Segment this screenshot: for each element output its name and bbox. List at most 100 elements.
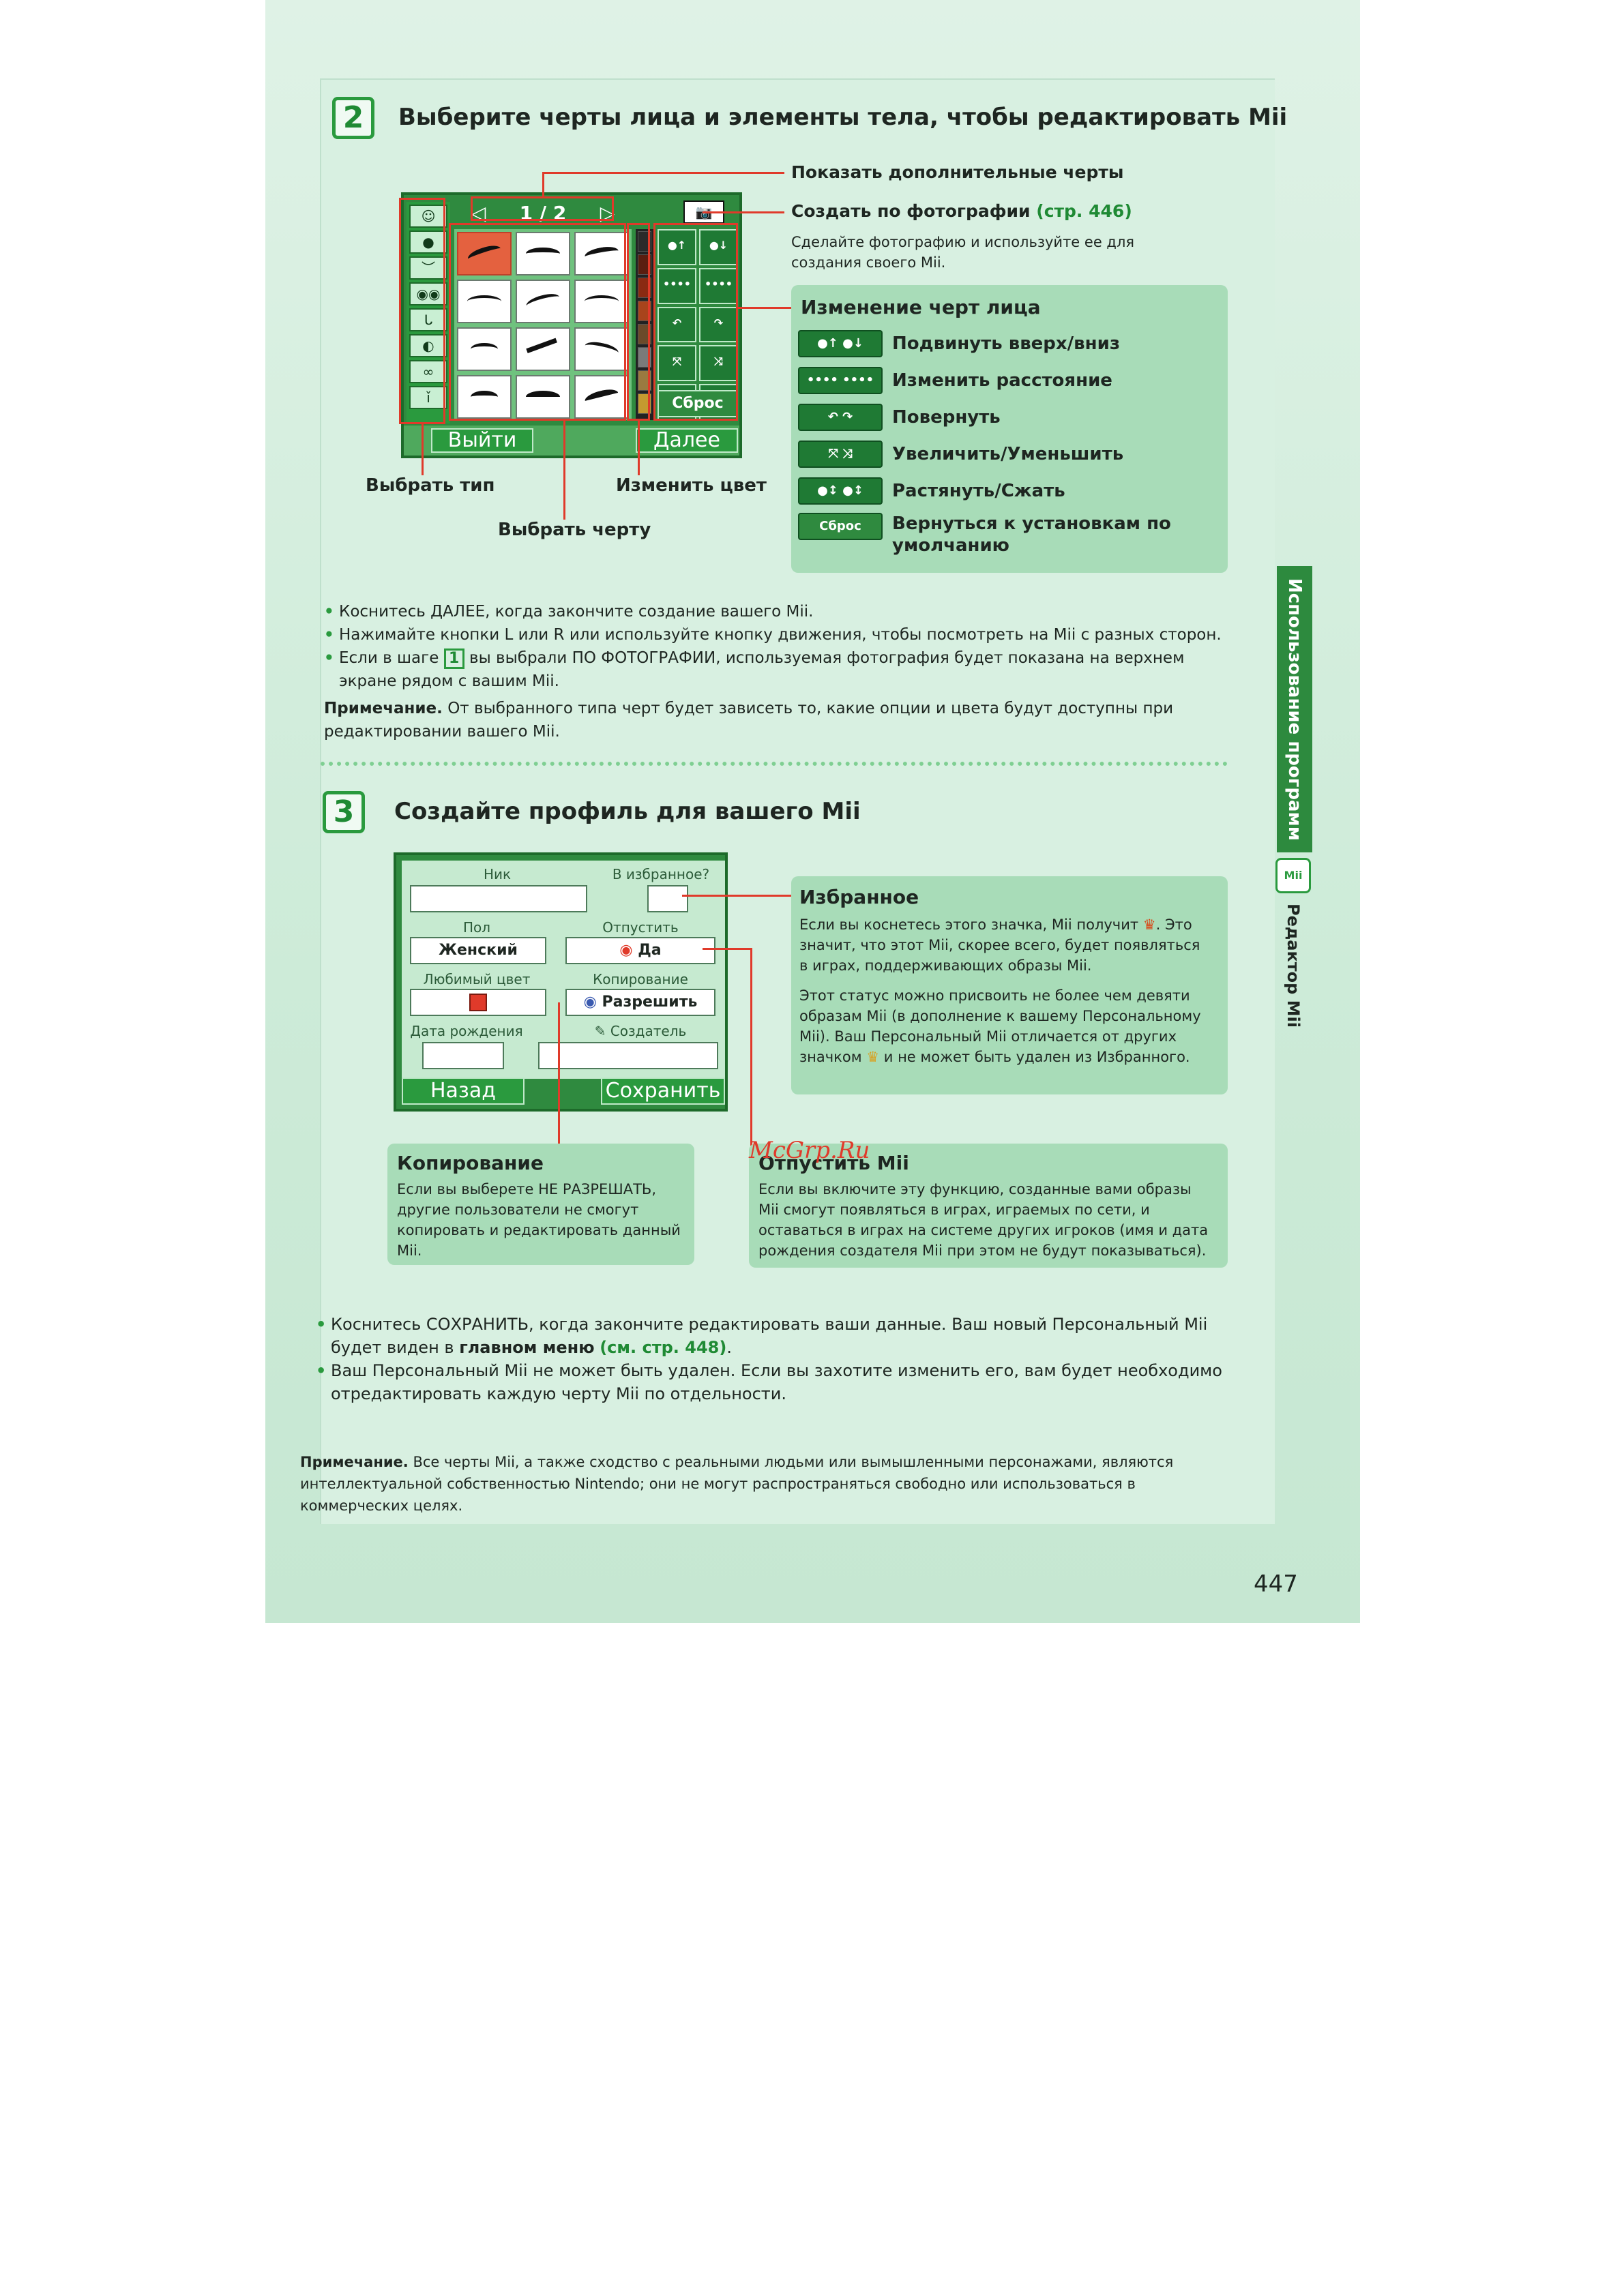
spacing-closer-button[interactable]: •••• (658, 267, 696, 304)
gender-select[interactable]: Женский (410, 937, 546, 964)
mii-app-icon: Mii (1275, 858, 1311, 893)
tab-body-icon[interactable]: ǐ (409, 386, 447, 409)
color-chip (469, 994, 487, 1011)
feature-option[interactable] (574, 232, 629, 275)
adjust-highlight (653, 223, 738, 421)
footer-note: Примечание. Все черты Mii, а также сходс… (300, 1451, 1241, 1517)
note-bullet: Если в шаге 1 вы выбрали ПО ФОТОГРАФИИ, … (324, 646, 1238, 693)
feature-type-tabs: ☺ ● ︶ ◉◉ ᒐ ◐ ∞ ǐ (407, 202, 450, 423)
change-color-label: Изменить цвет (616, 475, 767, 496)
feature-grid (454, 229, 632, 420)
tab-mouth-icon[interactable]: ◐ (409, 334, 447, 357)
rotate-left-button[interactable]: ↶ (658, 306, 696, 343)
type-tabs-highlight (399, 198, 445, 424)
feature-option[interactable] (516, 232, 570, 275)
prev-page-icon[interactable]: ◁ (471, 201, 486, 224)
creator-label-text: Создатель (610, 1023, 687, 1039)
gold-crown-icon: ♛ (866, 1049, 880, 1065)
release-status-icon: ◉ (619, 942, 633, 959)
favorite-text-2a: Этот статус можно присвоить не более чем… (799, 987, 1201, 1065)
feature-option[interactable] (574, 375, 629, 419)
callout-line (703, 948, 750, 950)
release-text: Если вы включите эту функцию, созданные … (758, 1181, 1209, 1259)
favorite-toggle[interactable] (647, 885, 688, 912)
favorite-text-1b: . Это значит, что этот Mii, скорее всего… (799, 916, 1200, 974)
favorite-text: Если вы коснетесь этого значка, Mii полу… (799, 914, 1209, 976)
page-ref-link[interactable]: (см. стр. 448) (600, 1338, 727, 1357)
callout-line (558, 1002, 560, 1147)
next-page-icon[interactable]: ▷ (600, 201, 615, 224)
step-2-remark: Примечание. От выбранного типа черт буде… (324, 697, 1238, 743)
side-subtitle: Редактор Mii (1284, 904, 1303, 1028)
release-title: Отпустить Mii (758, 1152, 909, 1174)
face-editor-screen: ☺ ● ︶ ◉◉ ᒐ ◐ ∞ ǐ ◁ 1 / 2 ▷ 📷 (401, 192, 742, 458)
next-button[interactable]: Далее (636, 428, 738, 453)
note-text: Коснитесь СОХРАНИТЬ, когда закончите ред… (331, 1315, 1208, 1357)
tab-hair-icon[interactable]: ● (409, 230, 447, 254)
favorite-text-2: Этот статус можно присвоить не более чем… (799, 985, 1209, 1067)
feature-option[interactable] (457, 232, 512, 275)
enlarge-button[interactable]: ⤧ (658, 345, 696, 382)
birthday-input[interactable] (422, 1042, 504, 1069)
move-up-button[interactable]: ●↑ (658, 229, 696, 265)
save-button[interactable]: Сохранить (601, 1077, 725, 1105)
nick-input[interactable] (410, 885, 587, 912)
callout-line (703, 211, 784, 213)
face-panel-title: Изменение черт лица (801, 296, 1041, 318)
action-label: Вернуться к установкам по умолчанию (892, 513, 1171, 556)
copy-select[interactable]: ◉ Разрешить (565, 989, 715, 1016)
tab-nose-icon[interactable]: ᒐ (409, 308, 447, 331)
feature-option[interactable] (516, 327, 570, 371)
fav-color-select[interactable] (410, 989, 546, 1016)
profile-screen: Ник В избранное? Пол Женский Отпустить ◉… (394, 852, 728, 1112)
copy-status-icon: ◉ (583, 994, 597, 1011)
birthday-label: Дата рождения (410, 1023, 523, 1039)
creator-input[interactable] (538, 1042, 718, 1069)
move-down-button[interactable]: ●↓ (699, 229, 738, 265)
step-2-number: 2 (332, 97, 374, 139)
tab-eyebrows-icon[interactable]: ︶ (409, 256, 447, 280)
scale-icon: ⤧ ⤨ (798, 441, 883, 468)
rotate-right-button[interactable]: ↷ (699, 306, 738, 343)
release-panel: Отпустить Mii Если вы включите эту функц… (749, 1144, 1228, 1268)
callout-line (750, 948, 752, 1146)
exit-button[interactable]: Выйти (431, 428, 533, 453)
action-row-move: ●↑ ●↓ Подвинуть вверх/вниз (798, 329, 1120, 359)
favorite-title: Избранное (799, 886, 919, 908)
shrink-button[interactable]: ⤨ (699, 345, 738, 382)
favorite-text-1: Если вы коснетесь этого значка, Mii полу… (799, 916, 1139, 933)
feature-option[interactable] (457, 327, 512, 371)
feature-grid-highlight (449, 223, 626, 421)
note-bullet: Нажимайте кнопки L или R или используйте… (324, 623, 1238, 646)
callout-line (542, 172, 784, 174)
note-text: Если в шаге (339, 649, 439, 667)
feature-option[interactable] (516, 280, 570, 323)
pencil-icon: ✎ (594, 1023, 606, 1039)
choose-type-label: Выбрать тип (366, 475, 495, 496)
note-text: вы выбрали ПО ФОТОГРАФИИ, используемая ф… (339, 649, 1185, 690)
step-3-title: Создайте профиль для вашего Mii (394, 798, 861, 825)
action-row-rotate: ↶ ↷ Повернуть (798, 402, 1001, 432)
page-selector: ◁ 1 / 2 ▷ (454, 200, 632, 225)
feature-option[interactable] (516, 375, 570, 419)
action-label: Растянуть/Сжать (892, 481, 1065, 501)
tab-face-icon[interactable]: ☺ (409, 205, 447, 228)
feature-option[interactable] (457, 375, 512, 419)
release-select[interactable]: ◉ Да (565, 937, 715, 964)
back-button[interactable]: Назад (402, 1077, 525, 1105)
create-photo-ref[interactable]: (стр. 446) (1036, 201, 1132, 221)
step-3-notes: Коснитесь СОХРАНИТЬ, когда закончите ред… (316, 1313, 1223, 1405)
choose-feature-label: Выбрать черту (498, 520, 651, 540)
spacing-wider-button[interactable]: •••• (699, 267, 738, 304)
gender-label: Пол (462, 919, 491, 936)
note-bullet: Коснитесь СОХРАНИТЬ, когда закончите ред… (316, 1313, 1223, 1359)
reset-button[interactable]: Сброс (658, 390, 738, 417)
feature-option[interactable] (574, 280, 629, 323)
feature-option[interactable] (457, 280, 512, 323)
creator-label: ✎ Создатель (565, 1023, 715, 1039)
action-row-scale: ⤧ ⤨ Увеличить/Уменьшить (798, 439, 1123, 469)
callout-line (738, 307, 799, 309)
tab-glasses-icon[interactable]: ∞ (409, 360, 447, 383)
main-menu-ref: главном меню (459, 1338, 595, 1357)
tab-eyes-icon[interactable]: ◉◉ (409, 282, 447, 305)
